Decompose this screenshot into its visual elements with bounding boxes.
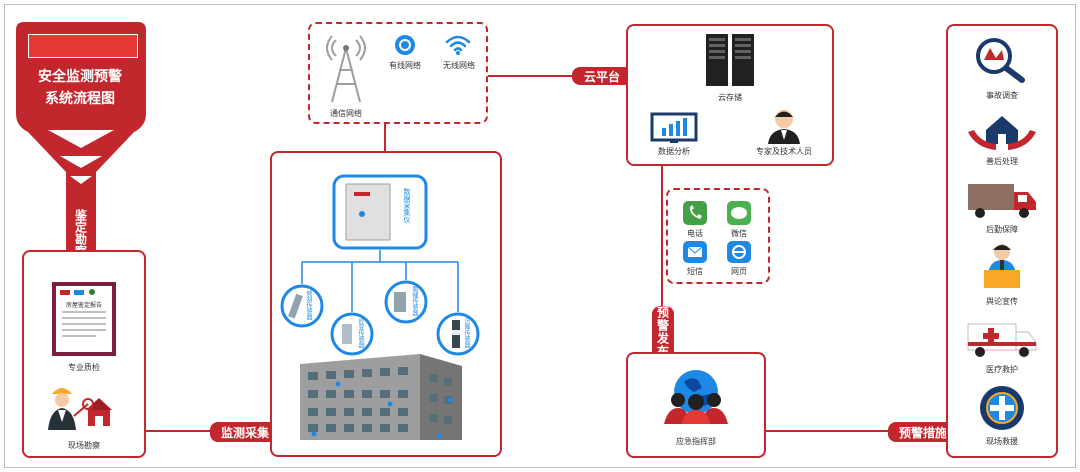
measures-item5-label: 医疗救护 — [986, 365, 1018, 374]
wechat-icon — [726, 200, 752, 226]
webpage-icon — [726, 240, 752, 264]
network-item2-label: 无线网络 — [443, 61, 475, 70]
aftermath-house-hands-icon — [966, 110, 1038, 152]
device-label: 数据采集仪 — [403, 188, 411, 223]
stage-monitor-pill: 监测采集 — [210, 422, 280, 442]
ambulance-icon — [966, 318, 1038, 360]
sensor4-label: 沉降传感器 — [463, 318, 470, 348]
server-icon — [704, 32, 756, 88]
channel-item4-label: 网页 — [731, 267, 747, 276]
expert-person-icon — [764, 108, 804, 144]
communication-tower-icon — [322, 32, 370, 104]
measures-item3-label: 后勤保障 — [986, 225, 1018, 234]
stage-release-pill: 预警发布 — [652, 306, 674, 358]
settlement-sensor-icon — [436, 312, 480, 356]
data-analysis-icon — [650, 112, 698, 144]
channel-item2-label: 微信 — [731, 229, 747, 238]
diagram-frame — [4, 4, 1076, 468]
cloud-item1-label: 云存储 — [718, 93, 742, 102]
building-icon — [290, 344, 470, 444]
logistics-truck-icon — [966, 180, 1038, 220]
measures-item6-label: 现场救援 — [986, 437, 1018, 446]
cloud-item3-label: 专家及技术人员 — [756, 147, 812, 156]
sms-icon — [682, 240, 708, 264]
title-top-bar — [28, 34, 138, 58]
survey-item-site-survey: 现场勘察 — [68, 441, 100, 450]
publicity-speaker-icon — [978, 240, 1026, 290]
crack-sensor-icon — [384, 280, 428, 324]
strain-sensor-icon — [330, 312, 374, 356]
measures-item1-label: 事故调查 — [986, 91, 1018, 100]
sensor3-label: 裂缝传感器 — [411, 286, 418, 316]
channel-item1-label: 电话 — [687, 229, 703, 238]
channel-item3-label: 短信 — [687, 267, 703, 276]
survey-item-quality-check: 专业质检 — [68, 363, 100, 372]
sensor2-label: 应变传感器 — [357, 318, 364, 348]
inspector-worker-icon — [40, 382, 116, 432]
diagram-title: 安全监测预警 系统流程图 — [38, 69, 122, 107]
command-center-icon — [660, 366, 732, 424]
channels-box — [666, 188, 770, 284]
report-document-icon — [52, 282, 116, 356]
cloud-item2-label: 数据分析 — [658, 147, 690, 156]
stage-cloud-pill: 云平台 — [572, 67, 632, 85]
cloud-box — [626, 24, 834, 166]
command-label: 应急指挥部 — [676, 437, 716, 446]
phone-icon — [682, 200, 708, 226]
investigation-magnifier-icon — [972, 36, 1032, 84]
wired-network-icon — [394, 34, 416, 56]
stage-survey-label: 鉴定勘察 — [73, 209, 88, 257]
measures-item2-label: 善后处理 — [986, 157, 1018, 166]
sensor1-label: 倾斜传感器 — [305, 290, 312, 320]
rescue-emblem-icon — [978, 384, 1026, 432]
data-collector-device-icon — [332, 174, 428, 250]
stage-measures-pill: 预警措施 — [888, 422, 958, 442]
tilt-sensor-icon — [280, 284, 324, 328]
wireless-network-icon — [444, 34, 472, 56]
measures-box — [946, 24, 1058, 458]
network-item1-label: 有线网络 — [389, 61, 421, 70]
report-title: 房屋鉴定报告 — [65, 302, 102, 309]
network-item3-label: 通信网络 — [330, 109, 362, 118]
measures-item4-label: 舆论宣传 — [986, 297, 1018, 306]
title-funnel — [16, 22, 146, 268]
